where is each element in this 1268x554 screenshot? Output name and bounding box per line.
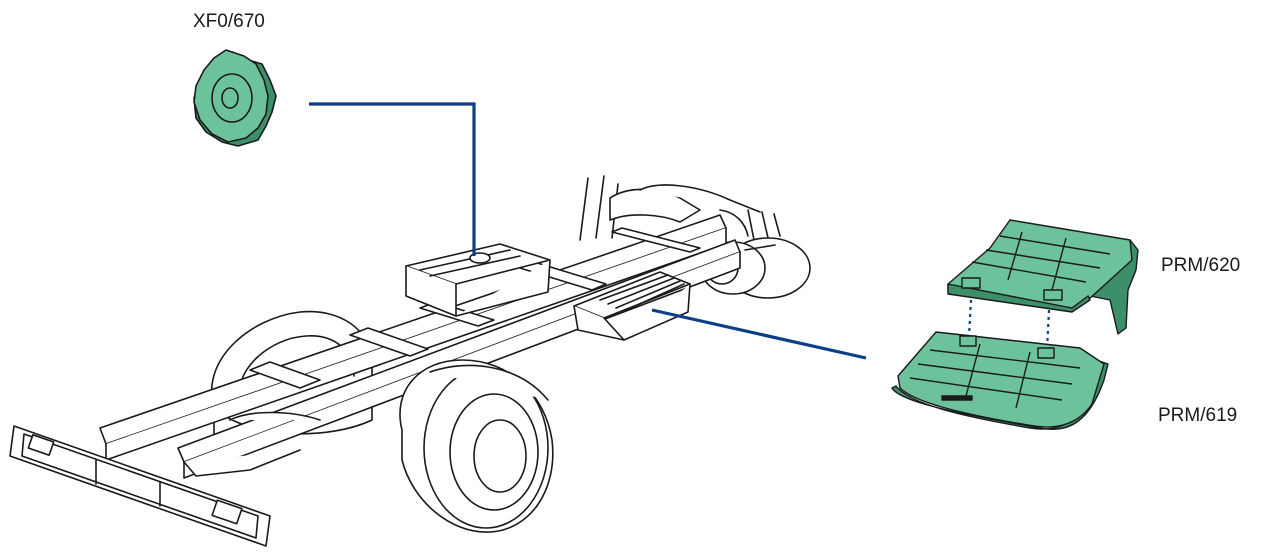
front-right-wheel [400,360,553,532]
tray-cover-part [948,220,1138,334]
tray-cover-part-code: PRM/620 [1161,256,1240,275]
leader-line-battery-tray [652,310,866,358]
leader-line-fuel-cap [309,104,474,256]
fuel-cap-part [194,50,276,146]
fuel-cap-part-code: XF0/670 [193,12,265,31]
vehicle-chassis [10,176,810,546]
tray-base-part-code: PRM/619 [1158,406,1237,425]
tray-base-part [892,332,1108,429]
